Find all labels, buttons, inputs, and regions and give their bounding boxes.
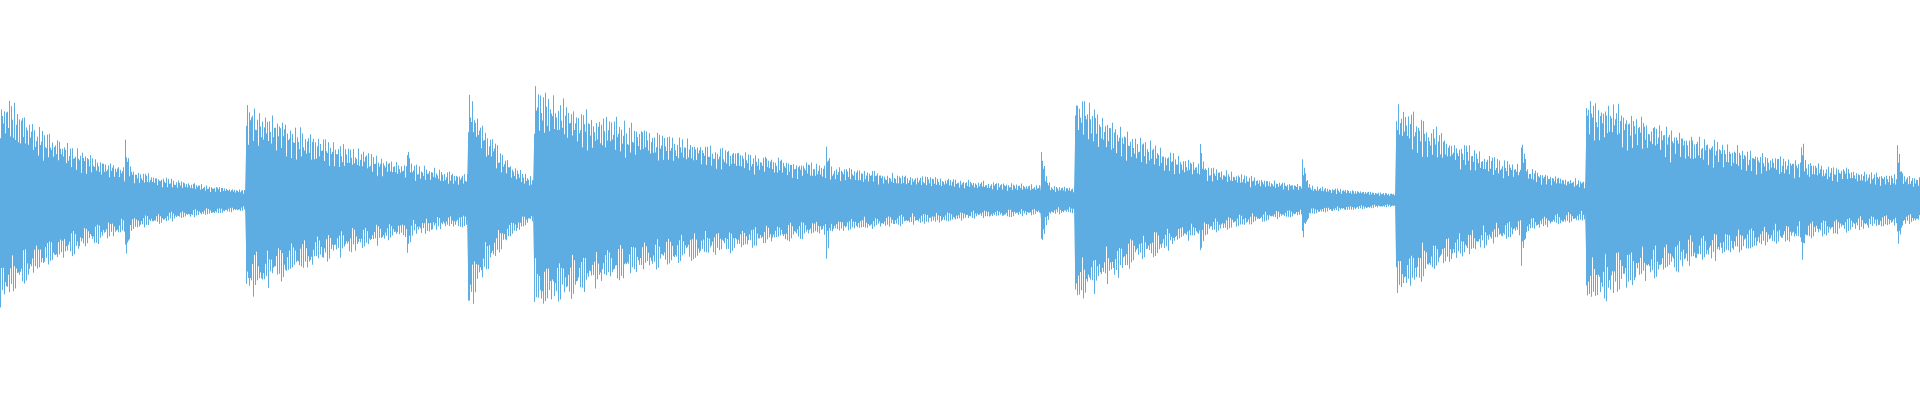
waveform-samples-lines [0, 86, 1920, 308]
waveform-samples [0, 86, 1920, 308]
